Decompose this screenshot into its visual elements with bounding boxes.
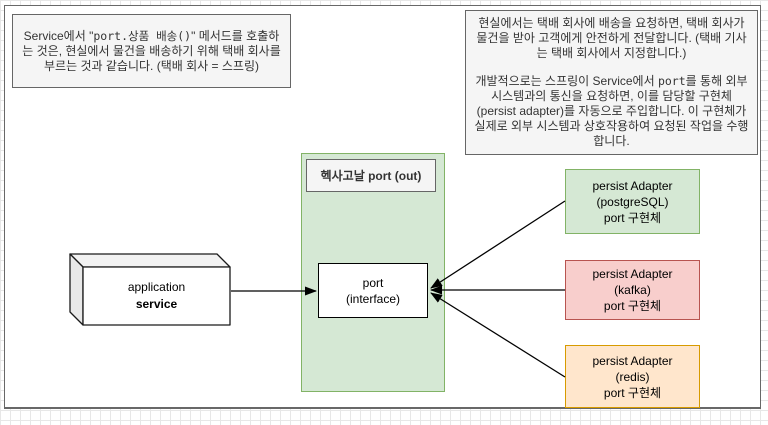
adapter-kafka-node: persist Adapter (kafka) port 구현체 (565, 260, 700, 320)
adapter-line: port 구현체 (603, 385, 662, 400)
adapter-redis-node: persist Adapter (redis) port 구현체 (565, 345, 700, 408)
hexagonal-port-label: 헥사고날 port (out) (306, 159, 436, 192)
note-paragraph-1: 현실에서는 택배 회사에 배송을 요청하면, 택배 회사가 물건을 받아 고객에… (472, 16, 751, 61)
adapter-line: persist Adapter (592, 353, 673, 368)
adapter-line: (redis) (615, 369, 650, 384)
adapter-line: persist Adapter (592, 178, 673, 193)
adapter-line: (postgreSQL) (596, 194, 669, 209)
application-service-node: application service (83, 267, 230, 325)
service-node-line2: service (135, 297, 178, 311)
note-text-segment: 를 통해 외부 시스템과의 통신을 요청하면, 이를 담당할 구현체 (pers… (474, 74, 749, 148)
note-text-segment: 현실에서는 택배 회사에 배송을 요청하면, 택배 회사가 물건을 받아 고객에… (476, 16, 747, 60)
adapter-line: (kafka) (614, 283, 651, 297)
port-node-line1: port (362, 275, 384, 290)
port-node-line2: (interface) (345, 291, 401, 306)
note-service-call: Service에서 "port.상품 배송()" 메서드를 호출하는 것은, 현… (12, 14, 291, 88)
note-service-call-text: Service에서 "port.상품 배송()" 메서드를 호출하는 것은, 현… (19, 29, 284, 74)
note-text-segment: Service에서 " (23, 28, 94, 43)
hexagonal-port-label-text: 헥사고날 port (out) (320, 169, 422, 183)
note-text-segment: 개발적으로는 스프링이 Service에서 (475, 74, 658, 88)
adapter-line: port 구현체 (603, 210, 662, 225)
note-code-segment: port.상품 배송() (93, 28, 192, 43)
adapter-line: port 구현체 (603, 299, 662, 313)
port-interface-node: port (interface) (318, 263, 428, 318)
note-text-segment: " 메서드를 호출하는 것은, 현실에서 물건을 배송하기 위해 택배 회사를 … (22, 28, 281, 73)
note-paragraph-2: 개발적으로는 스프링이 Service에서 port를 통해 외부 시스템과의 … (472, 74, 751, 149)
note-code-segment: port (657, 74, 686, 88)
service-node-line1: application (127, 280, 186, 294)
adapter-line: persist Adapter (592, 267, 673, 281)
adapter-postgresql-node: persist Adapter (postgreSQL) port 구현체 (565, 169, 700, 234)
note-delivery-explanation: 현실에서는 택배 회사에 배송을 요청하면, 택배 회사가 물건을 받아 고객에… (465, 10, 758, 155)
